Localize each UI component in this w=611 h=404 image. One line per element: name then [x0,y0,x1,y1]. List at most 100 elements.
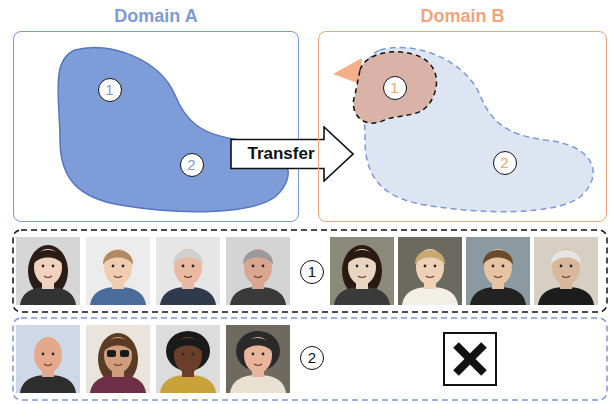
face-part [492,265,495,268]
face-part [114,276,122,278]
face-part [86,325,150,393]
face-part [426,276,434,278]
face-photo [86,237,150,305]
face-part [483,250,513,265]
domain-a-region [58,47,288,211]
face-part [44,364,52,366]
transferred-region [353,52,436,123]
face-photo [466,237,530,305]
face-part [20,375,76,393]
face-photo [226,237,290,305]
callout-number-text: 1 [301,261,323,282]
face-part [402,287,458,305]
face-part [16,325,80,393]
face-part [330,237,394,305]
row-frame [13,230,607,312]
callout-number: 1 [383,76,407,100]
callout-number: 2 [493,151,517,175]
face-photo [534,237,598,305]
face-part [534,237,598,305]
face-photo [156,325,220,393]
face-part [16,237,80,305]
face-part [182,353,185,356]
callout-number-text: 1 [99,79,121,100]
domain-title: Domain A [14,5,298,27]
face-part [243,250,273,265]
face-part [192,265,195,268]
face-part [356,265,359,268]
face-part [192,353,195,356]
face-part [33,250,63,265]
face-part [494,276,502,278]
face-part [34,337,62,373]
callout-number: 1 [300,260,324,284]
face-part [230,375,286,393]
face-part [366,265,369,268]
callout-number-text: 1 [384,77,406,98]
face-part [184,364,192,366]
face-part [52,265,55,268]
face-part [570,265,573,268]
face-part [156,325,220,393]
arrow-label: Transfer [230,126,332,182]
face-part [254,276,262,278]
face-part [551,250,581,265]
face-part [160,375,216,393]
face-photo [16,325,80,393]
face-part [112,265,115,268]
face-part [122,265,125,268]
face-part [398,237,462,305]
face-part [252,265,255,268]
face-part [470,287,526,305]
face-part [502,265,505,268]
domain-box: Domain B12 [318,31,607,222]
domain-box: Domain A12 [13,31,299,222]
face-part [254,364,262,366]
face-part [160,287,216,305]
face-part [262,353,265,356]
cross-frame [444,333,496,385]
face-part [226,237,290,305]
face-part [252,353,255,356]
domain-title: Domain B [319,5,606,27]
face-part [262,265,265,268]
face-part [42,265,45,268]
cross-stroke [456,345,484,373]
face-photo [330,237,394,305]
face-part [347,250,377,265]
face-part [434,265,437,268]
face-photo [226,325,290,393]
face-part [107,350,116,357]
face-part [44,276,52,278]
face-part [358,276,366,278]
callout-number: 1 [98,78,122,102]
transfer-arrow: Transfer [230,126,354,182]
callout-number-text: 2 [181,154,203,175]
row-frame [13,318,607,400]
cross-stroke [456,345,484,373]
face-part [184,276,192,278]
face-part [90,287,146,305]
face-photo [156,237,220,305]
face-part [226,325,290,393]
face-part [156,237,220,305]
face-photo [398,237,462,305]
face-part [424,265,427,268]
callout-number: 2 [180,153,204,177]
face-part [562,276,570,278]
face-part [230,287,286,305]
face-photo [16,237,80,305]
face-part [52,353,55,356]
face-part [466,237,530,305]
face-part [114,364,122,366]
callout-number-text: 2 [494,152,516,173]
face-part [90,375,146,393]
callout-number-text: 2 [301,347,323,368]
face-part [86,237,150,305]
face-photo [86,325,150,393]
face-part [538,287,594,305]
face-part [334,287,390,305]
callout-number: 2 [300,346,324,370]
